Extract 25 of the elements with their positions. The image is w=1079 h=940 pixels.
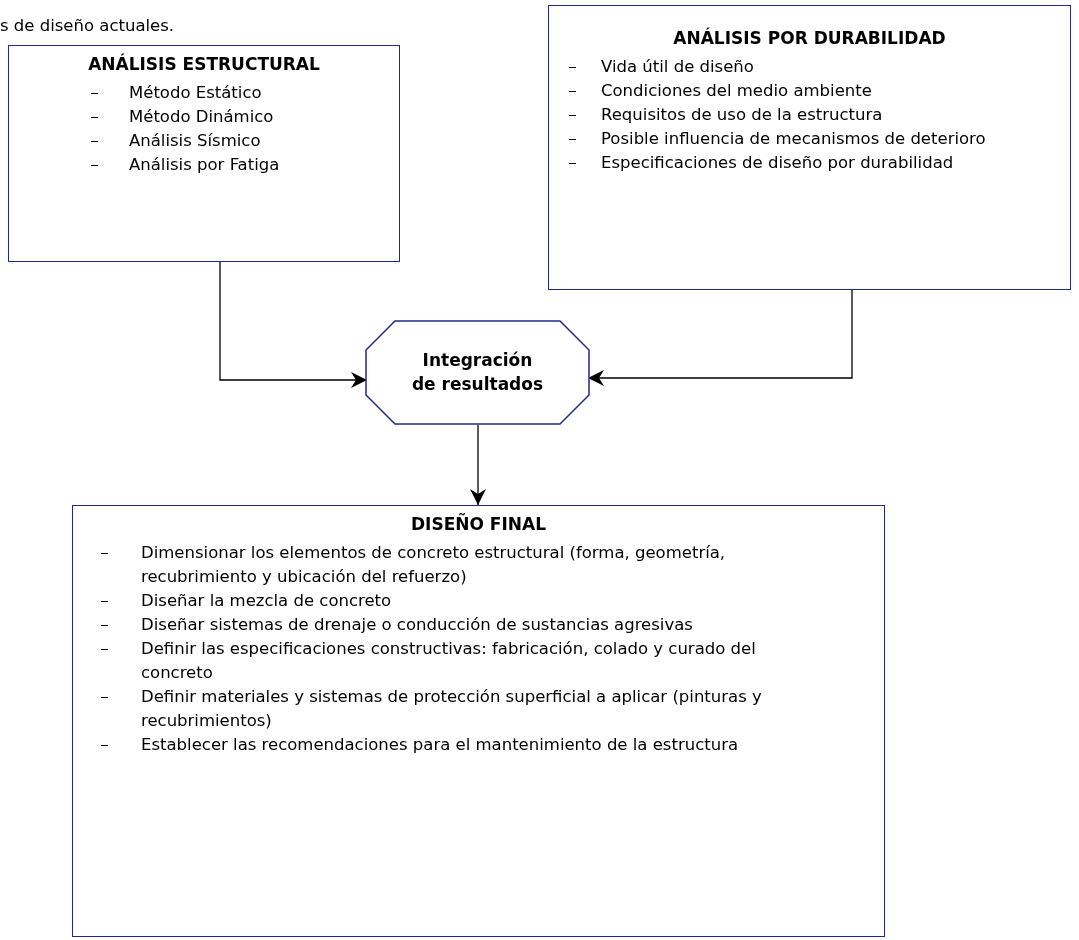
box-heading: DISEÑO FINAL — [409, 514, 547, 534]
list-item-text: Dimensionar los elementos de concreto estructural (forma, geometría, recubrimiento y ubicación del refuerzo) — [141, 542, 727, 588]
list-item-text: Establecer las recomendaciones para el mantenimiento de la estructura — [141, 734, 740, 756]
node-label: Integración de resultados — [410, 349, 545, 396]
list-item-text: Diseñar sistemas de drenaje o conducción de sustancias agresivas — [141, 614, 694, 636]
arrow — [470, 424, 486, 506]
list-item-text: Definir las especificaciones constructivas: fabricación, colado y curado del concreto — [141, 638, 757, 684]
process-box — [548, 5, 1071, 290]
list-item-text: Condiciones del medio ambiente — [601, 80, 873, 102]
list-item-text: Análisis Sísmico — [129, 130, 262, 152]
list-item-text: Vida útil de diseño — [601, 56, 755, 78]
list-item-text: Diseñar la mezcla de concreto — [141, 590, 393, 612]
box-heading: ANÁLISIS ESTRUCTURAL — [87, 54, 321, 74]
process-box — [8, 45, 400, 262]
text-fragment: s de diseño actuales. — [0, 16, 175, 35]
process-box — [72, 505, 885, 937]
list-item-text: Método Estático — [129, 82, 263, 104]
list-item-text: Requisitos de uso de la estructura — [601, 104, 884, 126]
list-item-text: Posible influencia de mecanismos de deterioro — [601, 128, 987, 150]
list-item-text: Análisis por Fatiga — [129, 154, 281, 176]
list-item-text: Método Dinámico — [129, 106, 275, 128]
octagon-node — [365, 320, 590, 425]
box-heading: ANÁLISIS POR DURABILIDAD — [672, 28, 947, 48]
list-item-text: Definir materiales y sistemas de protección superficial a aplicar (pinturas y recubrimientos) — [141, 686, 763, 732]
list-item-text: Especificaciones de diseño por durabilidad — [601, 152, 955, 174]
